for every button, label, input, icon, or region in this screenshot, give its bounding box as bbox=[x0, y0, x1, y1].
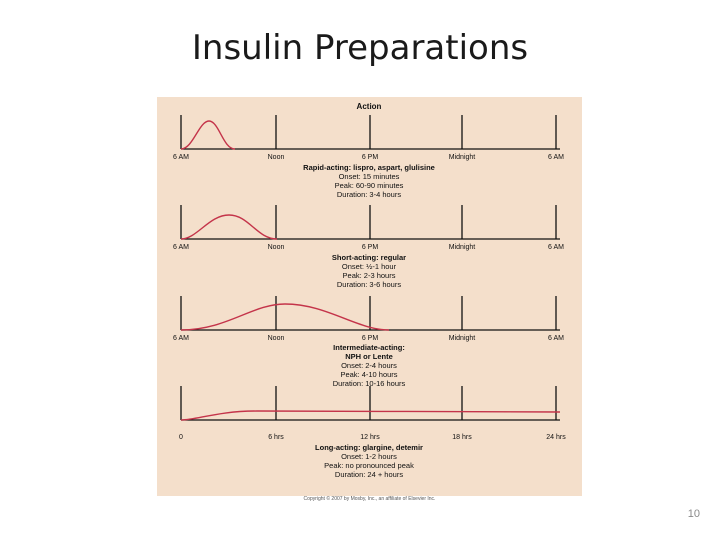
panel-detail: Peak: no pronounced peak bbox=[324, 461, 414, 470]
panel-detail: Peak: 60-90 minutes bbox=[335, 181, 404, 190]
panel-detail: Duration: 3-4 hours bbox=[337, 190, 401, 199]
panel-detail: Onset: 1-2 hours bbox=[341, 452, 397, 461]
page-number: 10 bbox=[687, 508, 700, 520]
panel-short: 6 AM Noon 6 PM Midnight 6 AM Short-acting: re… bbox=[173, 205, 564, 289]
panel-detail: Duration: 24 + hours bbox=[335, 470, 403, 479]
insulin-action-figure: Action 6 AM Noon 6 PM Midnight 6 AM Rapid-act… bbox=[157, 97, 582, 496]
tick-label: 0 bbox=[179, 434, 183, 441]
panel-detail: Peak: 4-10 hours bbox=[340, 370, 397, 379]
action-curve bbox=[180, 214, 278, 240]
panel-intermediate: 6 AM Noon 6 PM Midnight 6 AM Intermediate-act… bbox=[173, 296, 564, 388]
tick-label: 18 hrs bbox=[452, 434, 472, 441]
tick-label: 6 AM bbox=[173, 154, 189, 161]
panel-detail: Onset: 2-4 hours bbox=[341, 361, 397, 370]
tick-label: 6 PM bbox=[362, 244, 379, 251]
tick-label: 6 hrs bbox=[268, 434, 284, 441]
copyright-notice: Copyright © 2007 by Mosby, Inc., an affi… bbox=[303, 496, 436, 502]
tick-label: 6 AM bbox=[548, 335, 564, 342]
action-header: Action bbox=[357, 102, 382, 111]
tick-label: Noon bbox=[268, 244, 285, 251]
slide-title: Insulin Preparations bbox=[191, 28, 529, 68]
panel-heading: Intermediate-acting: bbox=[333, 343, 405, 352]
action-curve bbox=[180, 120, 236, 150]
tick-label: 24 hrs bbox=[546, 434, 566, 441]
tick-label: Midnight bbox=[449, 244, 476, 251]
tick-label: 6 AM bbox=[548, 154, 564, 161]
tick-label: Midnight bbox=[449, 335, 476, 342]
tick-label: 6 PM bbox=[362, 335, 379, 342]
panel-detail: Duration: 3-6 hours bbox=[337, 280, 401, 289]
tick-label: 6 PM bbox=[362, 154, 379, 161]
panel-heading: Rapid-acting: lispro, aspart, glulisine bbox=[303, 163, 435, 172]
tick-label: 6 AM bbox=[173, 244, 189, 251]
panel-detail: Duration: 10-16 hours bbox=[333, 379, 406, 388]
tick-label: Noon bbox=[268, 335, 285, 342]
action-curve bbox=[180, 410, 561, 421]
tick-label: 12 hrs bbox=[360, 434, 380, 441]
panel-detail: Onset: ½-1 hour bbox=[342, 262, 397, 271]
action-curve bbox=[180, 303, 390, 331]
panel-detail: Onset: 15 minutes bbox=[339, 172, 400, 181]
tick-label: Midnight bbox=[449, 154, 476, 161]
tick-label: Noon bbox=[268, 154, 285, 161]
tick-label: 6 AM bbox=[548, 244, 564, 251]
panel-heading: Short-acting: regular bbox=[332, 253, 406, 262]
panel-heading: NPH or Lente bbox=[345, 352, 393, 361]
panel-detail: Peak: 2-3 hours bbox=[343, 271, 396, 280]
panel-rapid: 6 AM Noon 6 PM Midnight 6 AM Rapid-acting: li… bbox=[173, 115, 564, 199]
tick-label: 6 AM bbox=[173, 335, 189, 342]
panel-heading: Long-acting: glargine, detemir bbox=[315, 443, 423, 452]
insulin-action-diagram: Action 6 AM Noon 6 PM Midnight 6 AM Rapid-act… bbox=[173, 102, 566, 479]
